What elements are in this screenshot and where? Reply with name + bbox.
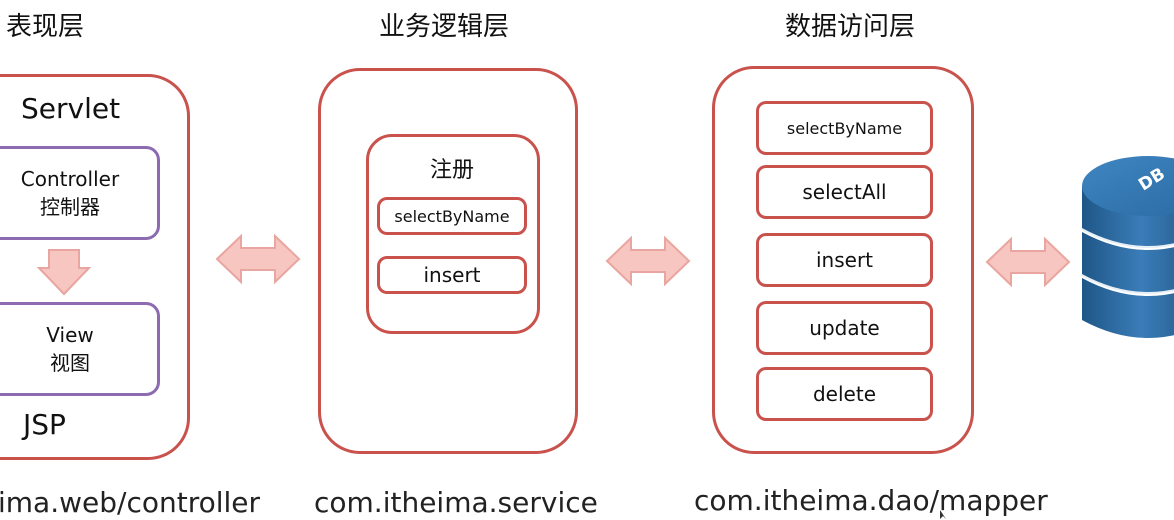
dao-method-selectall: selectAll xyxy=(756,165,933,219)
data-access-layer-title: 数据访问层 xyxy=(785,12,916,42)
view-zh-label: 视图 xyxy=(50,351,90,375)
double-arrow-icon xyxy=(985,236,1071,288)
controller-en-label: Controller xyxy=(20,167,120,191)
presentation-layer-box xyxy=(0,74,190,460)
view-box: View 视图 xyxy=(0,302,160,396)
business-method-insert: insert xyxy=(377,256,527,294)
servlet-label: Servlet xyxy=(21,92,121,125)
double-arrow-icon xyxy=(215,233,301,285)
cursor-icon xyxy=(940,510,946,519)
controller-box: Controller 控制器 xyxy=(0,146,160,240)
dao-method-selectbyname: selectByName xyxy=(756,101,933,155)
database-icon: DB xyxy=(1081,156,1174,338)
presentation-layer-title: 表现层 xyxy=(6,12,85,42)
double-arrow-icon xyxy=(605,235,691,287)
register-group-label: 注册 xyxy=(430,158,475,183)
dao-method-delete: delete xyxy=(756,367,933,421)
jsp-label: JSP xyxy=(23,408,66,441)
business-method-selectbyname: selectByName xyxy=(377,197,527,235)
presentation-package-label: ima.web/controller xyxy=(0,486,261,519)
down-arrow-icon xyxy=(36,249,92,296)
dao-method-update: update xyxy=(756,301,933,355)
view-en-label: View xyxy=(46,323,94,347)
dao-method-insert: insert xyxy=(756,233,933,287)
data-access-package-label: com.itheima.dao/mapper xyxy=(694,484,1048,517)
controller-zh-label: 控制器 xyxy=(40,195,100,219)
business-layer-title: 业务逻辑层 xyxy=(379,12,510,42)
business-package-label: com.itheima.service xyxy=(314,486,598,519)
